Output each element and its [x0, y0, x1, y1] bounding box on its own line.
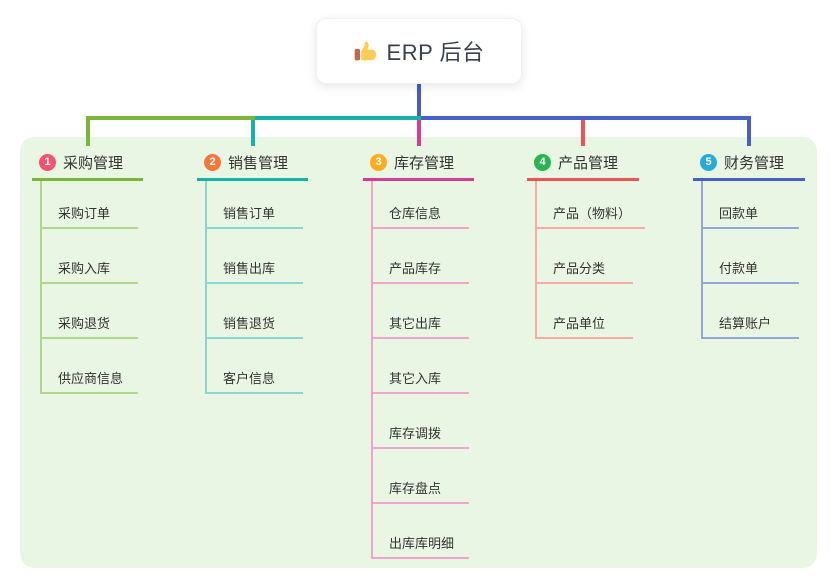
root-node[interactable]: ERP 后台	[316, 18, 522, 84]
trunk-line	[417, 84, 421, 120]
child-node[interactable]: 采购入库	[42, 229, 138, 284]
child-node[interactable]: 销售出库	[207, 229, 303, 284]
branch-node-label: 采购管理	[63, 154, 124, 172]
branch-children: 回款单付款单结算账户	[701, 181, 799, 339]
branch-drop-line	[581, 120, 585, 146]
branch-1: 1 采购管理采购订单采购入库采购退货供应商信息	[32, 146, 143, 394]
child-node[interactable]: 采购订单	[42, 181, 138, 229]
root-node-label: ERP 后台	[386, 40, 485, 65]
bus-line-right	[417, 116, 751, 120]
branch-node[interactable]: 2 销售管理	[197, 146, 308, 181]
child-node[interactable]: 出库库明细	[373, 504, 469, 559]
branches-panel	[20, 137, 817, 568]
branch-drop-line	[747, 120, 751, 146]
thumbs-up-icon	[354, 39, 378, 63]
child-node[interactable]: 付款单	[703, 229, 799, 284]
branch-drop-line	[417, 120, 421, 146]
child-node[interactable]: 结算账户	[703, 284, 799, 339]
bus-line-left	[86, 116, 255, 120]
branch-children: 采购订单采购入库采购退货供应商信息	[40, 181, 138, 394]
child-node[interactable]: 供应商信息	[42, 339, 138, 394]
child-node[interactable]: 仓库信息	[373, 181, 469, 229]
branch-drop-line	[86, 120, 90, 146]
branch-node-label: 财务管理	[724, 154, 785, 172]
branch-4: 4 产品管理产品（物料）产品分类产品单位	[527, 146, 646, 339]
branch-5: 5 财务管理回款单付款单结算账户	[693, 146, 805, 339]
branch-node-label: 产品管理	[558, 154, 619, 172]
branch-node[interactable]: 4 产品管理	[527, 146, 639, 181]
bus-line-mid	[251, 116, 421, 120]
child-node[interactable]: 采购退货	[42, 284, 138, 339]
child-node[interactable]: 库存调拨	[373, 394, 469, 449]
branch-children: 仓库信息产品库存其它出库其它入库库存调拨库存盘点出库库明细	[371, 181, 469, 559]
child-node[interactable]: 销售退货	[207, 284, 303, 339]
child-node[interactable]: 库存盘点	[373, 449, 469, 504]
branch-node[interactable]: 1 采购管理	[32, 146, 143, 181]
child-node[interactable]: 其它出库	[373, 284, 469, 339]
branch-node-label: 库存管理	[394, 154, 455, 172]
branch-number-badge: 2	[204, 153, 221, 171]
branch-number-badge: 5	[700, 153, 717, 171]
child-node[interactable]: 回款单	[703, 181, 799, 229]
branch-number-badge: 4	[534, 153, 551, 171]
branch-node[interactable]: 3 库存管理	[363, 146, 474, 181]
branch-node-label: 销售管理	[228, 154, 289, 172]
child-node[interactable]: 产品库存	[373, 229, 469, 284]
branch-children: 产品（物料）产品分类产品单位	[535, 181, 646, 339]
branch-2: 2 销售管理销售订单销售出库销售退货客户信息	[197, 146, 308, 394]
child-node[interactable]: 产品分类	[537, 229, 633, 284]
child-node[interactable]: 销售订单	[207, 181, 303, 229]
child-node[interactable]: 产品（物料）	[537, 181, 646, 229]
branch-children: 销售订单销售出库销售退货客户信息	[205, 181, 303, 394]
branch-3: 3 库存管理仓库信息产品库存其它出库其它入库库存调拨库存盘点出库库明细	[363, 146, 474, 559]
branch-drop-line	[251, 120, 255, 146]
child-node[interactable]: 其它入库	[373, 339, 469, 394]
child-node[interactable]: 产品单位	[537, 284, 633, 339]
branch-number-badge: 1	[39, 153, 56, 171]
branch-number-badge: 3	[370, 153, 387, 171]
child-node[interactable]: 客户信息	[207, 339, 303, 394]
branch-node[interactable]: 5 财务管理	[693, 146, 805, 181]
